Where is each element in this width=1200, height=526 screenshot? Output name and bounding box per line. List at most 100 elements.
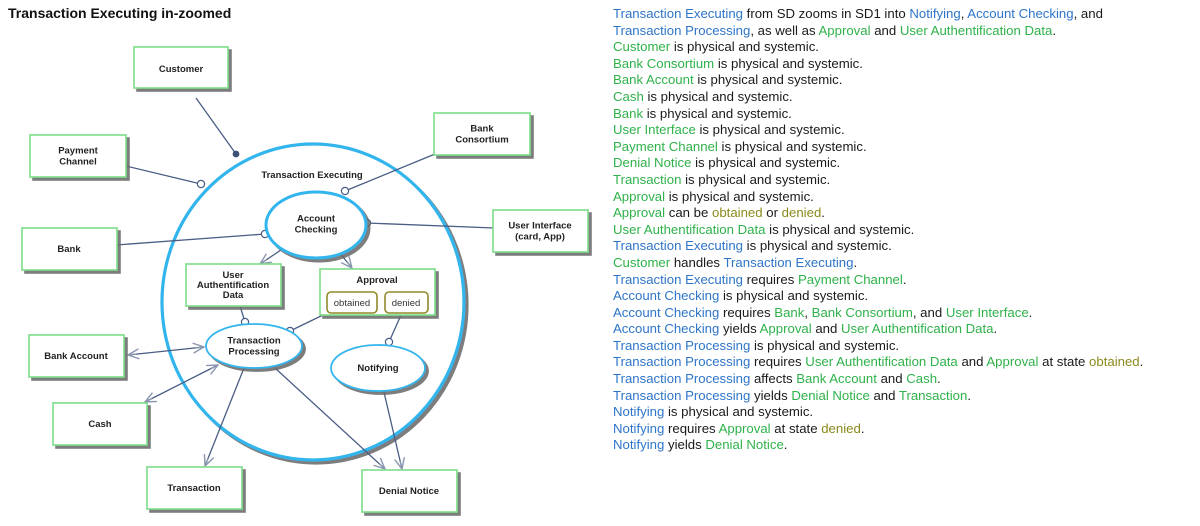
opl-object-term[interactable]: Customer [613,39,671,55]
opl-object-term[interactable]: Customer [613,254,671,270]
instrument-link-bank-consortium[interactable] [344,153,436,192]
opl-object-term[interactable]: User Authentification Data [805,354,958,370]
opl-process-term[interactable]: Notifying [613,404,665,420]
opl-state-term[interactable]: denied [821,420,861,436]
opl-object-term[interactable]: Approval [818,22,871,38]
opl-object-term[interactable]: Approval [718,420,771,436]
instrument-link-user-interface[interactable] [366,222,495,229]
opl-process-term[interactable]: Transaction Processing [613,22,751,38]
label-line: Account [297,214,336,225]
opl-sentence: Approval can be obtained or denied. [613,205,1198,222]
opl-text: . [902,271,907,287]
result-link-denial-notice-tp[interactable] [274,367,385,469]
opl-object-term[interactable]: User Interface [945,304,1029,320]
opl-object-term[interactable]: Payment Channel [797,271,903,287]
object-bank[interactable]: Bank [21,227,118,271]
opl-process-term[interactable]: Transaction Executing [613,6,743,21]
opl-process-term[interactable]: Transaction Processing [613,387,751,403]
object-label: Approval [356,275,397,286]
effect-link-bank-account[interactable] [128,347,204,355]
opl-process-term[interactable]: Account Checking [613,321,720,337]
opl-object-term[interactable]: Denial Notice [705,437,784,453]
object-denial-notice[interactable]: Denial Notice [361,469,458,513]
opl-object-term[interactable]: Approval [759,321,812,337]
object-bank-account[interactable]: Bank Account [28,334,125,378]
result-link-transaction[interactable] [205,367,245,466]
object-label: Bank [57,244,81,255]
opl-state-term[interactable]: denied [781,205,822,221]
instrument-link-obtained[interactable] [289,314,324,332]
result-link-user-auth-data[interactable] [260,249,282,264]
opl-process-term[interactable]: Notifying [613,420,665,436]
opl-object-term[interactable]: Approval [986,354,1039,370]
opl-object-term[interactable]: Payment Channel [613,138,718,154]
state-denied[interactable]: denied [384,291,429,314]
opl-object-term[interactable]: Cash [906,371,938,387]
result-link-denial-notice-notifying[interactable] [382,387,402,469]
opl-object-term[interactable]: Denial Notice [613,155,692,171]
opl-sentence: Payment Channel is physical and systemic… [613,139,1198,156]
effect-link-cash[interactable] [145,365,218,402]
opl-process-term[interactable]: Transaction Processing [613,337,751,353]
object-label: Customer [159,64,204,75]
opl-object-term[interactable]: Bank [774,304,805,320]
opl-process-term[interactable]: Transaction Executing [723,254,854,270]
opl-object-term[interactable]: Bank Consortium [811,304,913,320]
opl-object-term[interactable]: Bank [613,105,644,121]
object-customer[interactable]: Customer [133,46,229,89]
opl-sentence: Account Checking requires Bank, Bank Con… [613,305,1198,322]
opl-process-term[interactable]: Notifying [613,437,665,453]
opl-process-term[interactable]: Transaction Processing [613,354,751,370]
process-notifying[interactable]: Notifying [330,344,426,392]
opl-text: is physical and systemic. [643,88,793,104]
opl-text: requires [743,271,798,287]
opl-object-term[interactable]: Approval [613,188,666,204]
opl-state-term[interactable]: obtained [1089,354,1140,370]
opl-object-term[interactable]: User Interface [613,122,696,138]
instrument-link-denied[interactable] [388,314,402,343]
opl-object-term[interactable]: Transaction [898,387,968,403]
opl-object-term[interactable]: User Authentification Data [841,321,994,337]
opl-process-term[interactable]: Transaction Processing [613,371,751,387]
object-transaction[interactable]: Transaction [146,466,243,510]
opl-object-term[interactable]: Cash [613,88,644,104]
opl-object-term[interactable]: Bank Consortium [613,55,715,71]
opl-process-term[interactable]: Notifying [909,6,961,21]
opl-text: , [960,6,968,21]
label-line: Consortium [455,135,508,146]
opl-sentence: Denial Notice is physical and systemic. [613,155,1198,172]
label-line: Data [223,290,244,301]
instrument-link-bank[interactable] [115,233,266,246]
opl-process-term[interactable]: Account Checking [613,304,720,320]
opl-object-term[interactable]: User Authentification Data [613,221,766,237]
object-box [492,209,589,253]
state-obtained[interactable]: obtained [326,291,378,314]
agent-link-customer[interactable] [195,97,237,155]
opl-object-term[interactable]: Bank Account [796,371,877,387]
opl-process-term[interactable]: Transaction Executing [613,238,743,254]
opl-sentence: Transaction Processing yields Denial Not… [613,388,1198,405]
object-user-interface[interactable]: User Interface(card, App) [492,209,589,253]
opl-object-term[interactable]: Denial Notice [791,387,870,403]
object-cash[interactable]: Cash [52,402,148,446]
label-line: User [222,270,243,281]
opl-process-term[interactable]: Account Checking [613,288,720,304]
opl-object-term[interactable]: Transaction [613,171,682,187]
opl-text: . [1052,22,1057,38]
state-label: obtained [334,298,370,309]
opl-process-term[interactable]: Transaction Executing [613,271,743,287]
opl-object-term[interactable]: Approval [613,205,666,221]
opl-state-term[interactable]: obtained [712,205,763,221]
instrument-link-payment-channel[interactable] [125,165,202,185]
opl-object-term[interactable]: User Authentification Data [899,22,1053,38]
object-approval[interactable]: Approval obtained denied [319,268,436,316]
opl-process-term[interactable]: Account Checking [967,6,1074,21]
opl-object-term[interactable]: Bank Account [613,72,694,88]
